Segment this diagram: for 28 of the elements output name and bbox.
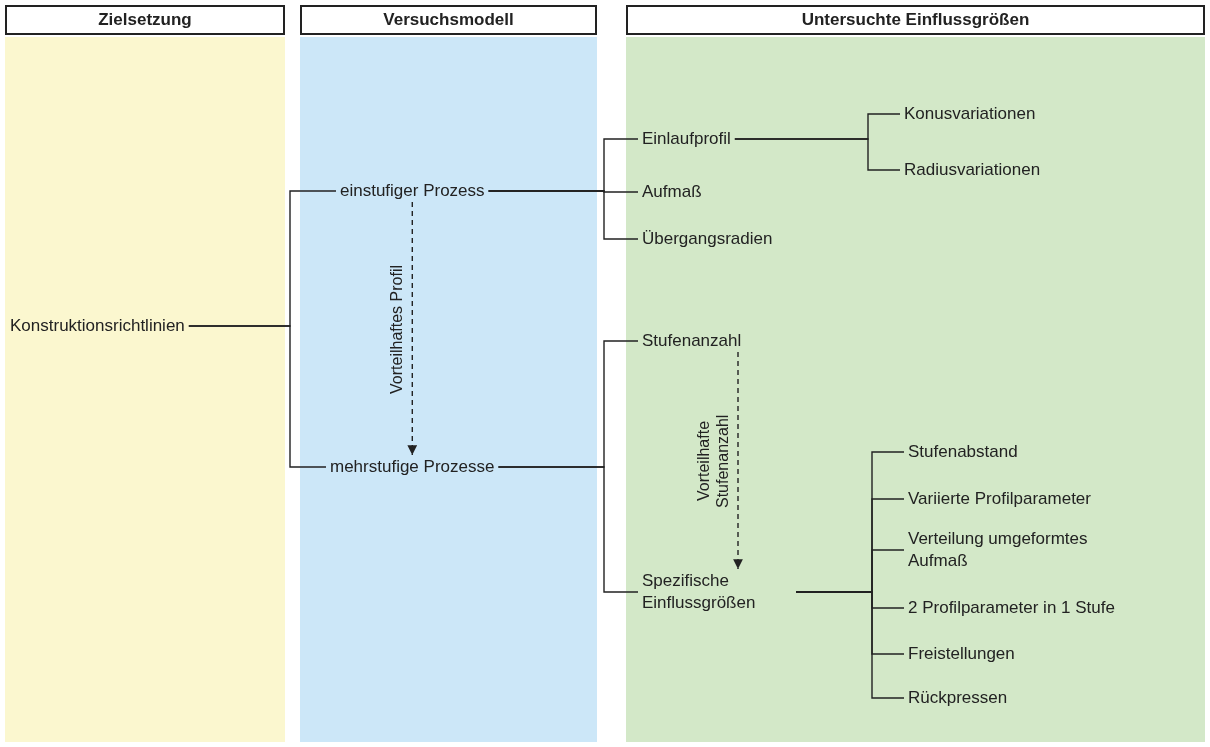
tree-item-label: Variierte Profilparameter (904, 488, 1095, 510)
edge-label: Vorteilhaftes Profil (387, 264, 407, 394)
tree-item-label: Stufenanzahl (638, 330, 746, 352)
column-header: Zielsetzung (5, 5, 285, 35)
tree-item-label: Konusvariationen (900, 103, 1040, 125)
connector-line (734, 138, 901, 171)
tree-item-label: 2 Profilparameter in 1 Stufe (904, 597, 1119, 619)
tree-item-label: Radiusvariationen (900, 159, 1045, 181)
column-header: Untersuchte Einflussgrößen (626, 5, 1205, 35)
connector-line (188, 325, 327, 468)
arrow (733, 351, 743, 570)
connector-line (497, 466, 639, 593)
connector-line (487, 190, 639, 240)
tree-item-label: mehrstufige Prozesse (326, 456, 499, 478)
arrow (407, 201, 418, 456)
tree-item-label: Übergangsradien (638, 228, 777, 250)
tree-item-label: Aufmaß (638, 181, 706, 203)
edge-label: Vorteilhafte Stufenanzahl (694, 413, 732, 510)
tree-item-label: Stufenabstand (904, 441, 1022, 463)
tree-item-label: Konstruktionsrichtlinien (6, 315, 189, 337)
tree-item-label: Verteilung umgeformtes Aufmaß (904, 528, 1127, 572)
tree-item-label: Spezifische Einflussgrößen (638, 570, 796, 614)
connector-line (795, 591, 905, 699)
tree-item-label: Freistellungen (904, 643, 1019, 665)
tree-item-label: Rückpressen (904, 687, 1012, 709)
tree-item-label: einstufiger Prozess (336, 180, 489, 202)
column-header: Versuchsmodell (300, 5, 597, 35)
tree-item-label: Einlaufprofil (638, 128, 735, 150)
